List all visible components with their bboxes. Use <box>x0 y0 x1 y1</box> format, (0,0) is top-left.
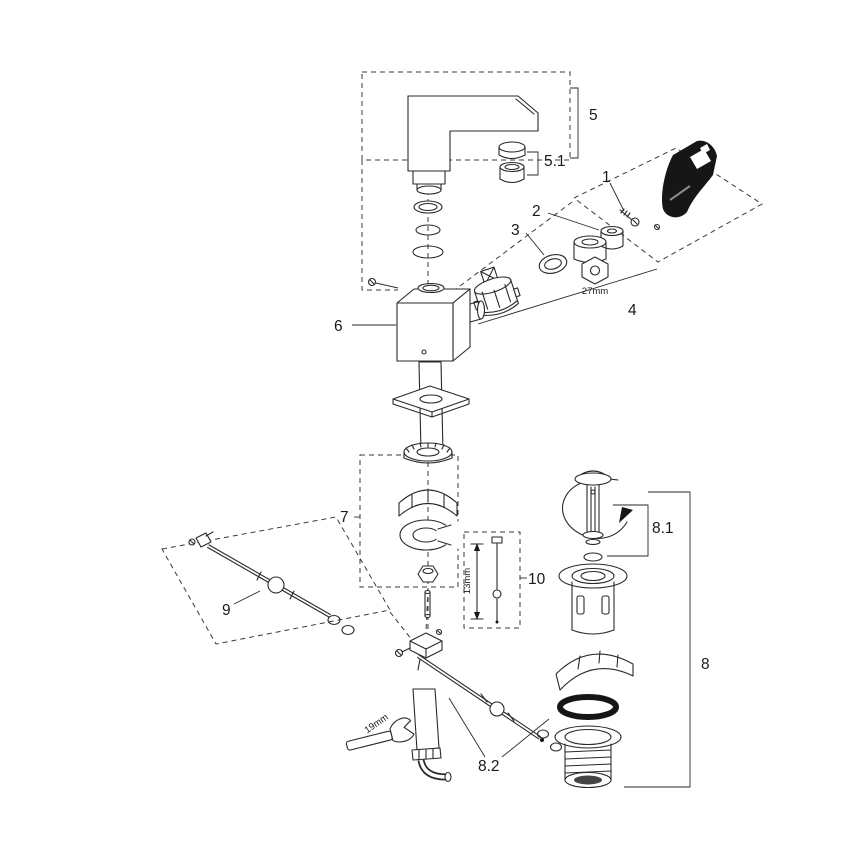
small-hex-nut <box>417 565 439 583</box>
body-screw <box>367 277 377 287</box>
label-part-5-1: 5.1 <box>544 153 566 170</box>
label8-bracket <box>624 491 691 788</box>
pivot-clevis <box>394 628 443 671</box>
handle-window <box>690 149 711 169</box>
label1-leader <box>609 182 625 212</box>
label-part-9: 9 <box>222 602 231 619</box>
group9-boundary <box>161 516 391 645</box>
label5-1-bracket <box>527 151 539 176</box>
escutcheon-cap <box>573 235 607 264</box>
spout-o-rings <box>412 200 444 259</box>
retaining-ring <box>538 254 568 274</box>
gauge-rod <box>470 536 503 624</box>
drain-o-ring <box>557 694 619 720</box>
group9-to-clevis-line <box>389 611 413 641</box>
pivot-rod <box>416 654 544 742</box>
label-part-1: 1 <box>602 169 611 186</box>
drain-stopper <box>574 470 612 546</box>
adapter-bush <box>600 225 624 250</box>
label8-2-leader-a <box>448 697 486 758</box>
label3-leader <box>525 232 545 256</box>
label2-leader <box>547 212 600 231</box>
lever-handle <box>662 140 717 218</box>
flex-hose <box>411 688 452 783</box>
clamp-wedge <box>398 488 458 517</box>
rotation-arrow <box>562 478 633 540</box>
label-part-8-1: 8.1 <box>652 520 674 537</box>
spout <box>407 95 539 195</box>
part-labels: 5 5.1 1 2 3 4 6 7 9 10 8.1 8 8.2 <box>222 107 710 775</box>
label5-bracket <box>570 87 579 159</box>
screw-leader <box>375 282 399 289</box>
group7-to-clevis-line <box>425 587 429 633</box>
dim-27mm: 27mm <box>582 286 608 297</box>
drain-body <box>554 725 622 789</box>
group5-extension-line <box>361 160 398 291</box>
group1-to-body-line <box>451 201 573 293</box>
label-part-7: 7 <box>340 509 349 526</box>
cartridge <box>473 266 521 316</box>
group5-boundary <box>361 71 571 161</box>
horseshoe-washer <box>399 519 459 551</box>
mounting-plate <box>392 385 470 418</box>
label-part-3: 3 <box>511 222 520 239</box>
label-part-5: 5 <box>589 107 598 124</box>
handle-notch <box>700 144 710 154</box>
horseshoe-gap <box>436 521 459 549</box>
lift-rod-assembly <box>188 531 355 636</box>
pivot-rod-o-rings <box>536 729 563 752</box>
handle-set-screw <box>653 223 661 231</box>
label-part-10: 10 <box>528 571 546 588</box>
label-part-8: 8 <box>701 656 710 673</box>
label9-leader <box>233 590 261 605</box>
handle-screw <box>619 208 640 227</box>
hex-nut-27mm <box>581 256 609 285</box>
group10-boundary <box>463 531 521 629</box>
label-part-6: 6 <box>334 318 343 335</box>
label-part-8-2: 8.2 <box>478 758 500 775</box>
drain-flange <box>558 563 628 635</box>
threaded-stud <box>424 589 431 619</box>
dim-13mm: 13mm <box>462 568 473 594</box>
group7-boundary <box>359 454 459 588</box>
group1-boundary <box>573 147 763 263</box>
stopper-o-ring <box>583 552 603 562</box>
label8-2-leader-b <box>501 718 550 758</box>
label4-leader <box>477 268 658 325</box>
handle-highlight <box>669 185 691 201</box>
faucet-body <box>396 282 486 362</box>
wrench-19mm <box>345 717 415 751</box>
toothed-lock-nut <box>403 442 453 464</box>
aerator <box>498 141 526 184</box>
label-part-2: 2 <box>532 203 541 220</box>
label-part-4: 4 <box>628 302 637 319</box>
label8-1-bracket <box>607 504 649 557</box>
leader-lines <box>233 87 691 788</box>
clamp-ring-wedge <box>555 650 634 691</box>
